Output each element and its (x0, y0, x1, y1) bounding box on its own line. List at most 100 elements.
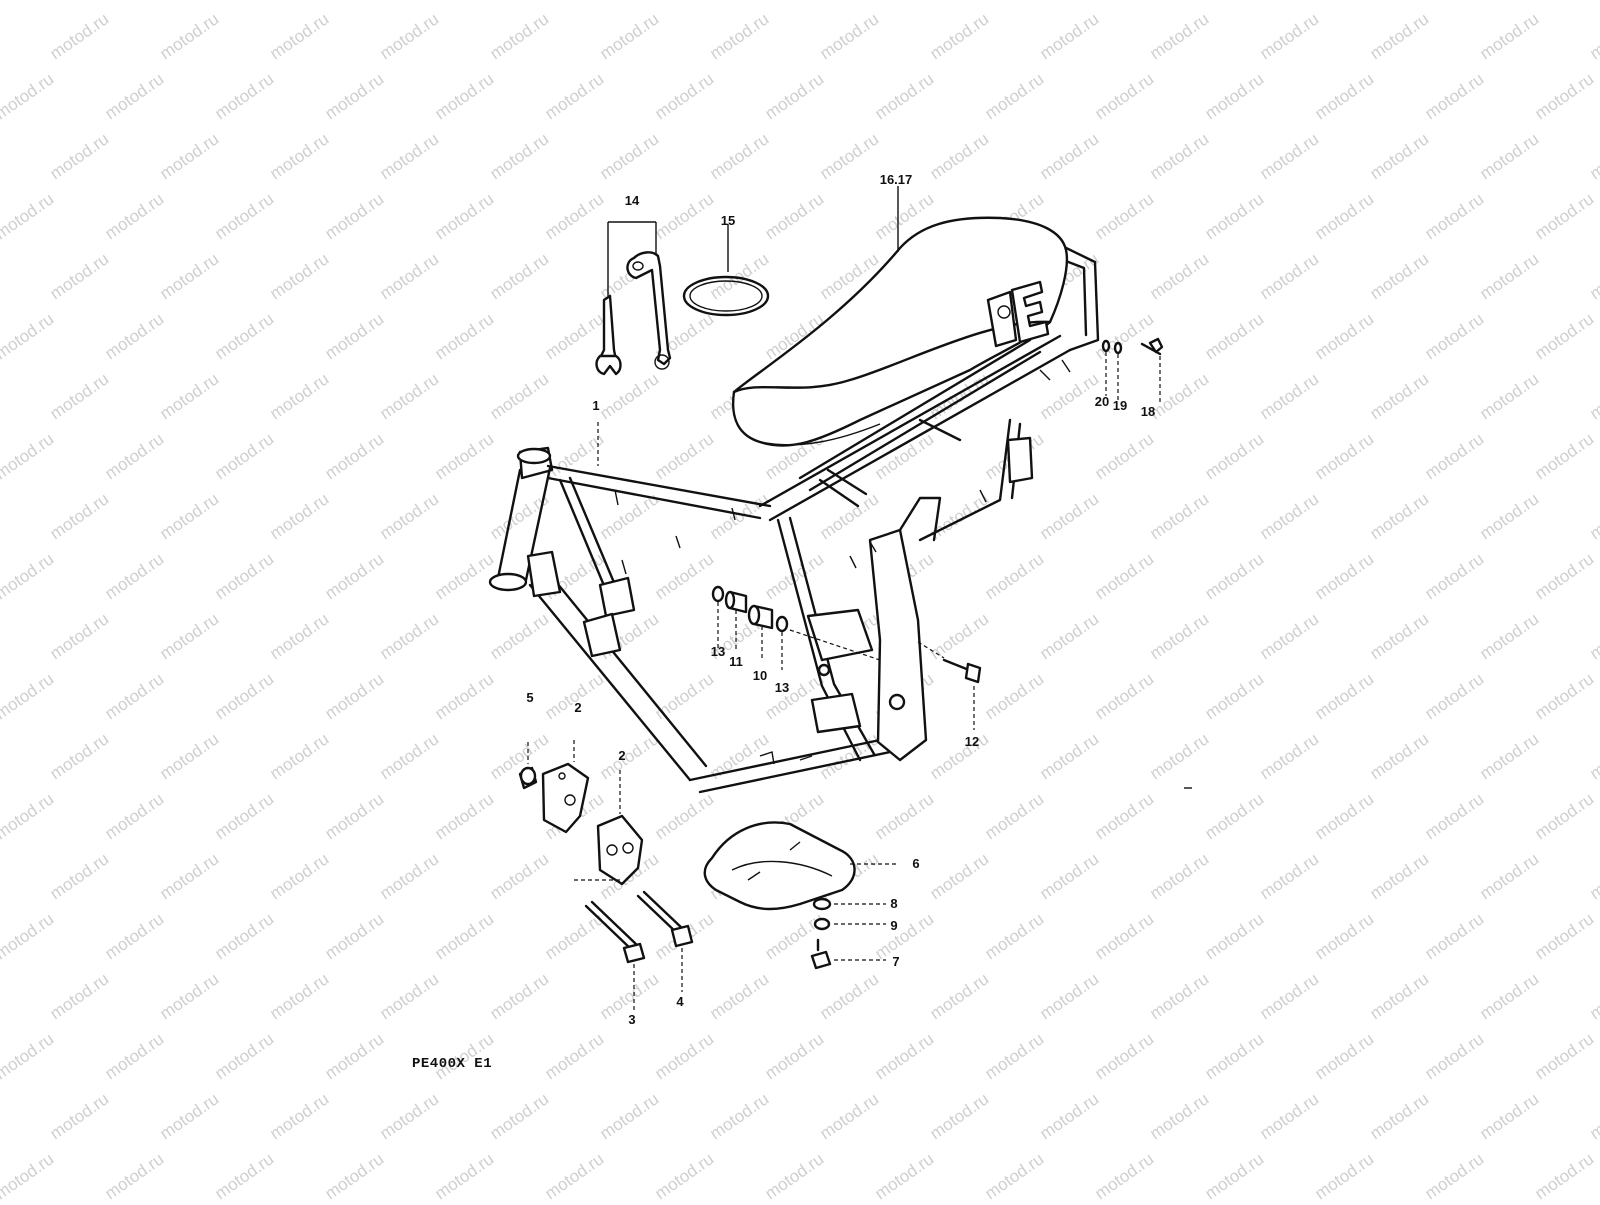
watermark-text: motod.ru (1421, 909, 1487, 963)
watermark-text: motod.ru (761, 69, 827, 123)
watermark-text: motod.ru (1146, 489, 1212, 543)
watermark-text: motod.ru (1256, 609, 1322, 663)
watermark-text: motod.ru (926, 849, 992, 903)
watermark-text: motod.ru (596, 729, 662, 783)
seat-bolt-set (1101, 337, 1164, 402)
callout-labels: 1 2 2 3 4 5 6 7 8 9 10 11 12 13 13 14 15… (526, 172, 1155, 1027)
watermark-text: motod.ru (1091, 0, 1157, 3)
watermark-text: motod.ru (706, 9, 772, 63)
watermark-text: motod.ru (0, 729, 2, 783)
watermark-text: motod.ru (101, 189, 167, 243)
watermark-text: motod.ru (431, 909, 497, 963)
watermark-text: motod.ru (1531, 429, 1597, 483)
watermark-text: motod.ru (321, 909, 387, 963)
watermark-text: motod.ru (1201, 789, 1267, 843)
watermark-text: motod.ru (376, 1089, 442, 1143)
watermark-text: motod.ru (651, 0, 717, 3)
callout-2a: 2 (574, 700, 581, 715)
callout-13b: 13 (775, 680, 789, 695)
watermark-text: motod.ru (1586, 9, 1600, 63)
watermark-text: motod.ru (651, 549, 717, 603)
seat-logo-pe (986, 280, 1050, 348)
watermark-text: motod.ru (211, 1149, 277, 1200)
watermark-text: motod.ru (1201, 1029, 1267, 1083)
watermark-text: motod.ru (926, 969, 992, 1023)
watermark-text: motod.ru (0, 489, 2, 543)
watermark-text: motod.ru (0, 69, 57, 123)
watermark-text: motod.ru (981, 789, 1047, 843)
watermark-text: motod.ru (1036, 969, 1102, 1023)
watermark-text: motod.ru (816, 969, 882, 1023)
watermark-text: motod.ru (211, 189, 277, 243)
watermark-text: motod.ru (596, 369, 662, 423)
watermark-text: motod.ru (1421, 0, 1487, 3)
watermark-text: motod.ru (321, 669, 387, 723)
watermark-text: motod.ru (266, 249, 332, 303)
watermark-text: motod.ru (1421, 69, 1487, 123)
watermark-text: motod.ru (431, 789, 497, 843)
watermark-text: motod.ru (1476, 129, 1542, 183)
engine-mount-plates (518, 740, 644, 886)
watermark-text: motod.ru (0, 429, 57, 483)
callout-18: 18 (1141, 404, 1155, 419)
callout-10: 10 (753, 668, 767, 683)
watermark-text: motod.ru (1531, 669, 1597, 723)
watermark-text: motod.ru (486, 969, 552, 1023)
watermark-text: motod.ru (46, 369, 112, 423)
watermark-text: motod.ru (431, 549, 497, 603)
callout-15: 15 (721, 213, 735, 228)
watermark-text: motod.ru (0, 369, 2, 423)
watermark-text: motod.ru (211, 69, 277, 123)
engine-long-bolts (584, 890, 694, 1010)
watermark-text: motod.ru (211, 429, 277, 483)
watermark-text: motod.ru (1311, 69, 1377, 123)
watermark-text: motod.ru (266, 729, 332, 783)
watermark-text: motod.ru (0, 9, 2, 63)
watermark-text: motod.ru (321, 789, 387, 843)
watermark-text: motod.ru (266, 609, 332, 663)
watermark-text: motod.ru (46, 249, 112, 303)
watermark-text: motod.ru (1421, 309, 1487, 363)
watermark-text: motod.ru (1366, 489, 1432, 543)
watermark-text: motod.ru (1256, 9, 1322, 63)
watermark-text: motod.ru (596, 9, 662, 63)
watermark-text: motod.ru (1366, 969, 1432, 1023)
watermark-text: motod.ru (46, 9, 112, 63)
watermark-text: motod.ru (376, 129, 442, 183)
watermark-text: motod.ru (0, 849, 2, 903)
watermark-text: motod.ru (1476, 1089, 1542, 1143)
watermark-text: motod.ru (0, 669, 57, 723)
watermark-text: motod.ru (871, 1149, 937, 1200)
watermark-text: motod.ru (1201, 189, 1267, 243)
watermark-text: motod.ru (541, 309, 607, 363)
watermark-text: motod.ru (541, 69, 607, 123)
watermark-text: motod.ru (1311, 669, 1377, 723)
watermark-text: motod.ru (101, 549, 167, 603)
watermark-text: motod.ru (46, 849, 112, 903)
watermark-text: motod.ru (1421, 1029, 1487, 1083)
watermark-text: motod.ru (1311, 309, 1377, 363)
watermark-text: motod.ru (376, 729, 442, 783)
watermark-text: motod.ru (376, 609, 442, 663)
frame-drawing (488, 243, 1100, 794)
watermark-text: motod.ru (1366, 369, 1432, 423)
watermark-text: motod.ru (1311, 549, 1377, 603)
watermark-text: motod.ru (431, 669, 497, 723)
watermark-text: motod.ru (1531, 789, 1597, 843)
watermark-text: motod.ru (1586, 489, 1600, 543)
watermark-text: motod.ru (321, 429, 387, 483)
watermark-text: motod.ru (1091, 909, 1157, 963)
watermark-text: motod.ru (926, 729, 992, 783)
watermark-text: motod.ru (486, 249, 552, 303)
watermark-text: motod.ru (651, 189, 717, 243)
watermark-text: motod.ru (761, 1029, 827, 1083)
callout-8: 8 (890, 896, 897, 911)
watermark-text: motod.ru (1146, 1089, 1212, 1143)
watermark-text: motod.ru (156, 729, 222, 783)
watermark-text: motod.ru (0, 189, 57, 243)
watermark-text: motod.ru (816, 129, 882, 183)
watermark-text: motod.ru (211, 0, 277, 3)
watermark-text: motod.ru (0, 1029, 57, 1083)
watermark-text: motod.ru (321, 309, 387, 363)
watermark-text: motod.ru (761, 189, 827, 243)
